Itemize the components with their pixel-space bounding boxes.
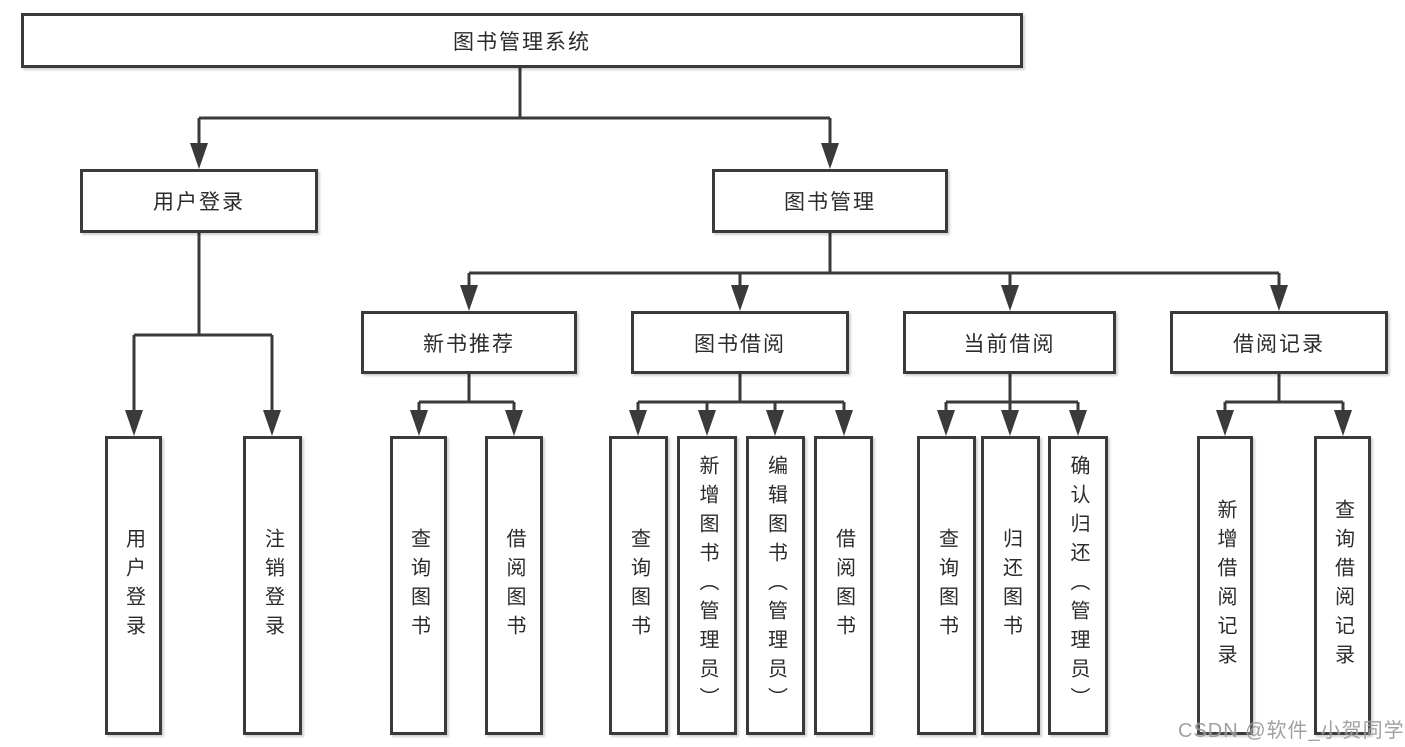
leaf-bb-borrow-books-label: 借阅图书 bbox=[832, 527, 855, 644]
leaf-user-login-label: 用户登录 bbox=[122, 527, 145, 644]
leaf-nb-borrow-books: 借阅图书 bbox=[485, 436, 543, 735]
leaf-logout: 注销登录 bbox=[243, 436, 302, 735]
leaf-bb-query-books: 查询图书 bbox=[609, 436, 668, 735]
leaf-logout-label: 注销登录 bbox=[261, 527, 284, 644]
node-borrowing-records-label: 借阅记录 bbox=[1233, 332, 1325, 356]
node-root: 图书管理系统 bbox=[21, 13, 1023, 68]
leaf-nb-query-books: 查询图书 bbox=[390, 436, 447, 735]
node-book-management: 图书管理 bbox=[712, 169, 948, 233]
leaf-bb-query-books-label: 查询图书 bbox=[627, 527, 650, 644]
node-current-borrowing-label: 当前借阅 bbox=[963, 332, 1056, 356]
leaf-cb-confirm-return-admin-label: 确认归还（管理员） bbox=[1067, 455, 1089, 716]
node-book-borrowing-label: 图书借阅 bbox=[694, 332, 786, 356]
watermark-text: CSDN @软件_小贺同学 bbox=[1178, 720, 1405, 742]
leaf-bb-edit-books-admin: 编辑图书（管理员） bbox=[746, 436, 805, 735]
leaf-bb-add-books-admin-label: 新增图书（管理员） bbox=[696, 455, 718, 716]
leaf-br-add-record: 新增借阅记录 bbox=[1197, 436, 1253, 735]
node-user-login-label: 用户登录 bbox=[153, 191, 245, 214]
leaf-cb-return-books: 归还图书 bbox=[981, 436, 1040, 735]
leaf-bb-add-books-admin: 新增图书（管理员） bbox=[677, 436, 737, 735]
node-book-borrowing: 图书借阅 bbox=[631, 311, 849, 374]
leaf-nb-query-books-label: 查询图书 bbox=[407, 527, 430, 644]
node-root-label: 图书管理系统 bbox=[453, 30, 591, 54]
leaf-bb-edit-books-admin-label: 编辑图书（管理员） bbox=[764, 455, 787, 716]
node-user-login: 用户登录 bbox=[80, 169, 318, 233]
leaf-cb-confirm-return-admin: 确认归还（管理员） bbox=[1048, 436, 1108, 735]
node-book-management-label: 图书管理 bbox=[784, 191, 876, 214]
node-current-borrowing: 当前借阅 bbox=[903, 311, 1116, 374]
leaf-br-query-record: 查询借阅记录 bbox=[1314, 436, 1371, 735]
leaf-cb-return-books-label: 归还图书 bbox=[999, 527, 1022, 644]
node-new-book-recommendation-label: 新书推荐 bbox=[423, 332, 515, 356]
leaf-br-add-record-label: 新增借阅记录 bbox=[1214, 498, 1236, 673]
leaf-cb-query-books: 查询图书 bbox=[917, 436, 976, 735]
leaf-nb-borrow-books-label: 借阅图书 bbox=[503, 527, 525, 644]
leaf-cb-query-books-label: 查询图书 bbox=[935, 527, 958, 644]
node-borrowing-records: 借阅记录 bbox=[1170, 311, 1388, 374]
leaf-br-query-record-label: 查询借阅记录 bbox=[1331, 498, 1354, 673]
node-new-book-recommendation: 新书推荐 bbox=[361, 311, 577, 374]
leaf-bb-borrow-books: 借阅图书 bbox=[814, 436, 873, 735]
leaf-user-login: 用户登录 bbox=[105, 436, 162, 735]
